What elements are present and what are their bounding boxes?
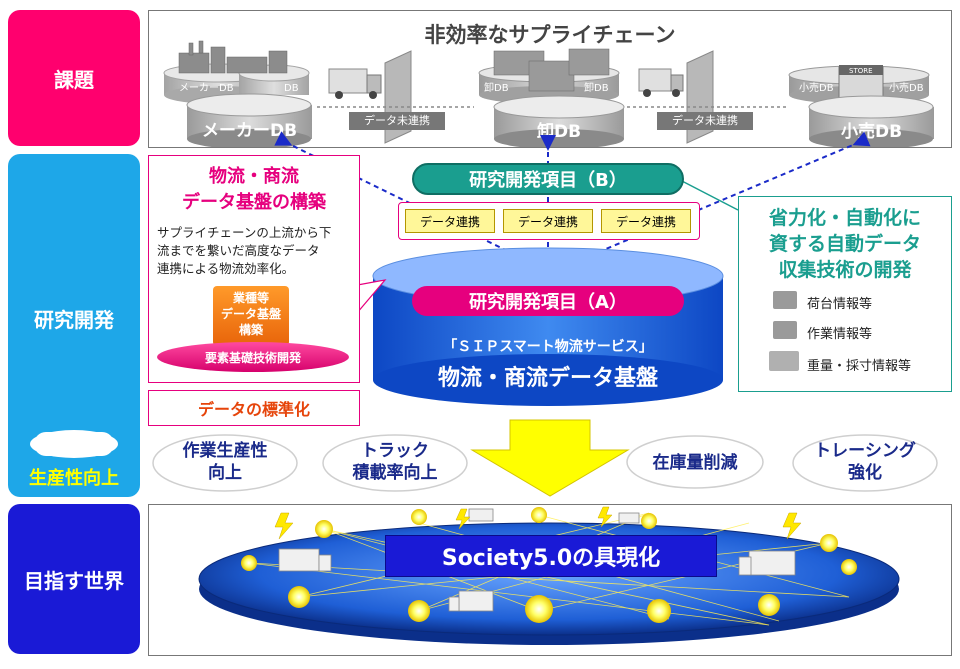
sip-service-label: 「ＳＩＰスマート物流サービス」 [443, 339, 653, 355]
cloud-4 [792, 434, 938, 492]
base-tech-disk: 要素基礎技術開発 [157, 342, 349, 372]
svg-text:DB: DB [284, 83, 299, 94]
platform-label: 物流・商流データ基盤 [437, 366, 658, 391]
maker-db-small-label: メーカーDB [179, 82, 234, 94]
side-issues-text: 課題 [54, 67, 94, 92]
society-label: Society5.0の具現化 [385, 535, 717, 577]
standardization-box: データの標準化 [148, 390, 360, 426]
svg-text:小売DB: 小売DB [799, 81, 834, 94]
big-down-arrow [470, 419, 630, 497]
data-link-tag-2: データ連携 [503, 209, 593, 233]
side-label-world: 目指す世界 [8, 504, 140, 654]
forklift-icon [773, 321, 797, 339]
world-panel: Society5.0の具現化 [148, 504, 952, 656]
wholesale-db-cylinder [493, 95, 625, 147]
warehouse-icon [493, 48, 610, 92]
trucks-on-disk [278, 508, 796, 612]
cloud-2 [322, 434, 468, 492]
rnd-item-b-pill: 研究開発項目（B） [412, 163, 684, 195]
unlinked-label-1: データ未連携 [349, 112, 445, 130]
goal-text: 生産性向上 [29, 468, 119, 489]
right-rnd-box: 省力化・自動化に 資する自動データ 収集技術の開発 荷台情報等 作業情報等 重量… [738, 196, 952, 392]
svg-text:卸DB: 卸DB [484, 81, 509, 94]
data-link-tag-3: データ連携 [601, 209, 691, 233]
rnd-item-a-pill: 研究開発項目（A） [412, 286, 684, 316]
svg-text:卸DB: 卸DB [584, 81, 609, 94]
retail-db-cylinder [808, 95, 934, 147]
truck-icon-2 [638, 68, 684, 97]
left-title-line2: データ基盤の構築 [182, 192, 326, 213]
side-label-issues: 課題 [8, 10, 140, 146]
goal-inventory-reduction: 在庫量削減 [652, 453, 738, 473]
cloud-3 [626, 435, 764, 489]
goal-work-productivity: 作業生産性向上 [182, 441, 268, 483]
cloud-1 [152, 434, 298, 492]
svg-text:STORE: STORE [849, 67, 873, 75]
side-world-text: 目指す世界 [24, 568, 124, 593]
supply-chain-title: 非効率なサプライチェーン [424, 23, 676, 47]
network-nodes [241, 507, 857, 623]
society-disk-graphic [198, 506, 900, 645]
cargo-icon [773, 291, 797, 309]
unlinked-label-2: データ未連携 [657, 112, 753, 130]
store-icon: STORE [838, 65, 884, 102]
stack-block: 業種等 データ基盤 構築 [213, 286, 289, 346]
supply-chain-panel: 非効率なサプライチェーン メーカーDB DB [148, 10, 952, 148]
goal-truck-loading: トラック積載率向上 [352, 441, 438, 483]
svg-text:小売DB: 小売DB [889, 81, 924, 94]
truck-icon-1 [328, 68, 382, 99]
supply-chain-graphic: メーカーDB DB 卸DB 卸DB [163, 40, 934, 147]
factory-icon [178, 40, 288, 74]
data-link-tag-1: データ連携 [405, 209, 495, 233]
left-title-line1: 物流・商流 [209, 166, 299, 187]
lightning-icons [274, 506, 802, 540]
goal-tracing: トレーシング強化 [814, 441, 916, 483]
left-rnd-box: 物流・商流 データ基盤の構築 サプライチェーンの上流から下 流までを繋いだ高度な… [148, 155, 360, 383]
maker-db-label: メーカーDB [201, 121, 298, 141]
scale-icon [769, 351, 799, 371]
side-rnd-text: 研究開発 [34, 308, 114, 332]
